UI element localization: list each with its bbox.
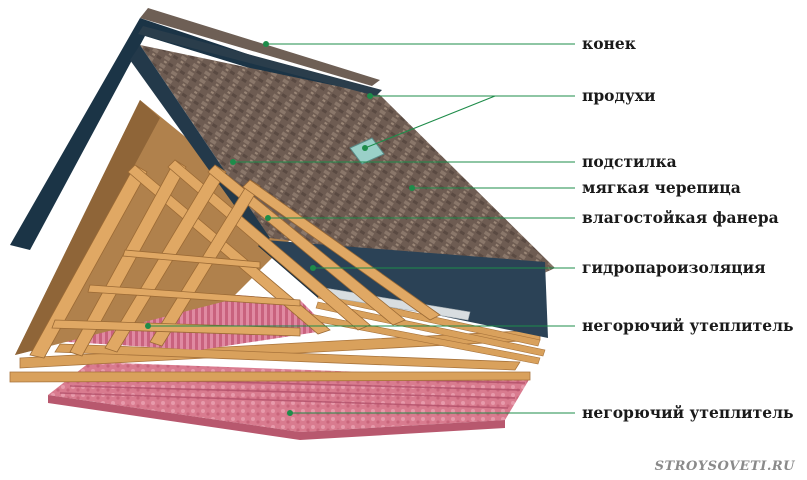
leader-lines — [148, 43, 575, 414]
label-produkhi: продухи — [582, 86, 656, 105]
label-insulation-2: негорючий утеплитель — [582, 403, 794, 422]
label-konek: конек — [582, 34, 636, 53]
label-soft-shingle: мягкая черепица — [582, 178, 741, 197]
plywood-gable — [15, 100, 300, 355]
underlay-edge — [10, 18, 385, 250]
label-podstilka: подстилка — [582, 152, 677, 171]
ridge-cap — [140, 8, 380, 86]
leader-dots — [145, 41, 415, 416]
label-membrane: гидропароизоляция — [582, 258, 766, 277]
label-insulation-1: негорючий утеплитель — [582, 316, 794, 335]
label-plywood: влагостойкая фанера — [582, 208, 779, 227]
watermark: STROYSOVETI.RU — [654, 459, 795, 474]
roof-vent — [349, 137, 385, 165]
rafters — [29, 159, 441, 359]
